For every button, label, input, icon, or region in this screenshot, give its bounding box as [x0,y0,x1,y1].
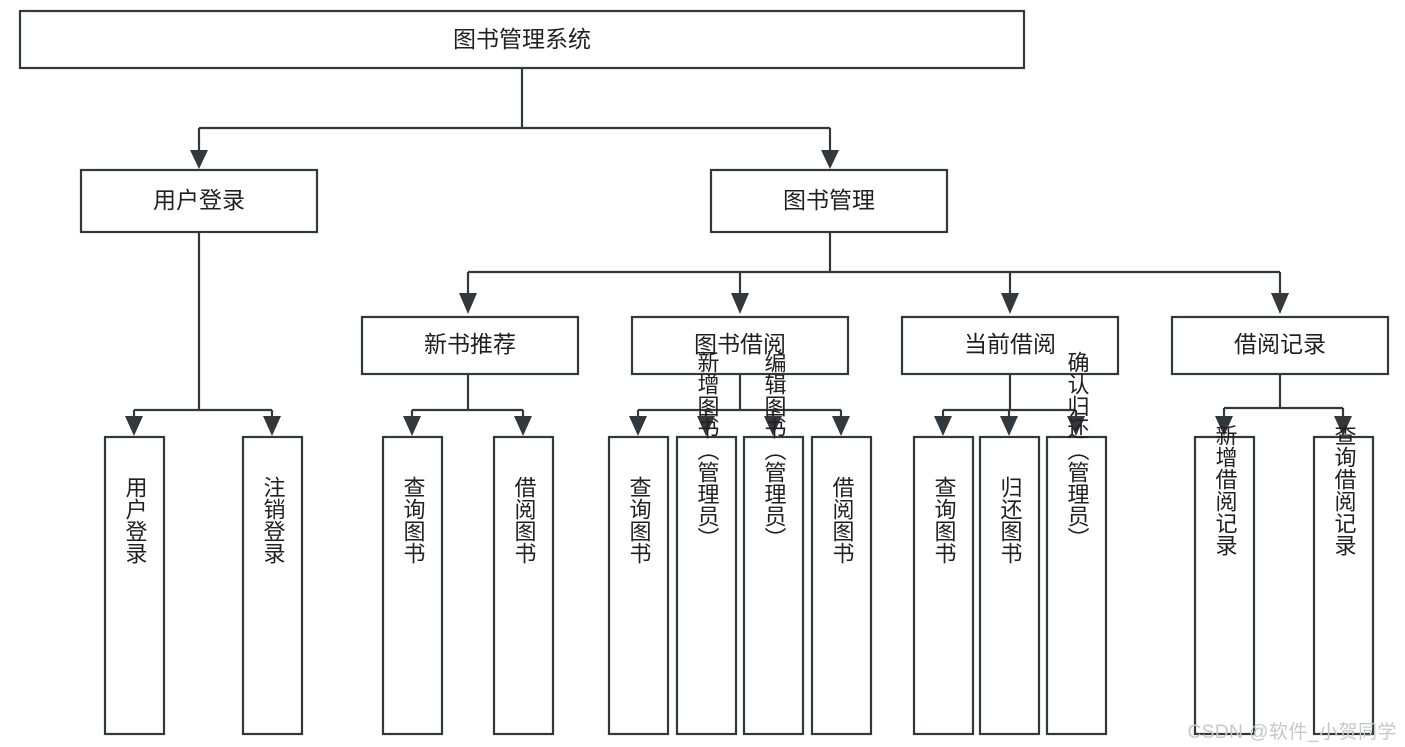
connector-bookborrow-to-leaves [629,374,850,436]
node-user-login-label: 用户登录 [153,187,245,213]
leaf-user-login-logout-label: 注销登录 [261,476,286,564]
leaf-borrow-record-query-label: 查询借阅记录 [1332,424,1357,556]
leaf-borrow-record-add-label: 新增借阅记录 [1213,424,1238,556]
leaf-current-borrow-query[interactable]: 查询图书 [912,435,975,736]
leaf-new-book-borrow-label: 借阅图书 [512,476,537,564]
node-new-book-recommend[interactable]: 新书推荐 [360,315,580,376]
leaf-current-borrow-return[interactable]: 归还图书 [978,435,1041,736]
leaf-current-borrow-query-label: 查询图书 [932,476,957,564]
leaf-user-login-login-label: 用户登录 [123,476,148,564]
leaf-book-borrow-add-label: 新增图书（管理员） [695,351,720,549]
leaf-current-borrow-return-label: 归还图书 [998,476,1023,564]
connector-bookmgmt-to-level3 [459,232,1289,314]
node-current-borrow-label: 当前借阅 [964,331,1056,357]
node-root-label: 图书管理系统 [453,26,591,52]
connector-root-to-level2 [190,68,839,169]
leaf-borrow-record-add[interactable]: 新增借阅记录 [1193,424,1256,736]
leaf-book-borrow-query-label: 查询图书 [627,476,652,564]
leaf-book-borrow-query[interactable]: 查询图书 [607,435,670,736]
connector-borrowrecord-to-leaves [1215,374,1352,436]
node-current-borrow[interactable]: 当前借阅 [900,315,1120,376]
leaf-current-borrow-confirm-label: 确认归还（管理员） [1065,351,1090,549]
node-book-management[interactable]: 图书管理 [709,168,949,234]
connector-userlogin-to-leaves [125,232,281,436]
leaf-user-login-login[interactable]: 用户登录 [103,435,166,736]
leaf-new-book-query-label: 查询图书 [401,476,426,564]
node-book-borrow-label: 图书借阅 [694,331,786,357]
node-root-system[interactable]: 图书管理系统 [18,9,1026,70]
node-borrow-record-label: 借阅记录 [1234,331,1326,357]
leaf-book-borrow-borrow[interactable]: 借阅图书 [810,435,873,736]
leaf-new-book-borrow[interactable]: 借阅图书 [492,435,555,736]
csdn-watermark: CSDN @软件_小贺同学 [1187,722,1397,743]
node-book-management-label: 图书管理 [783,187,875,213]
node-book-borrow[interactable]: 图书借阅 [630,315,850,376]
leaf-book-borrow-edit[interactable]: 编辑图书（管理员） [742,351,805,736]
leaf-book-borrow-borrow-label: 借阅图书 [830,476,855,564]
leaf-book-borrow-edit-label: 编辑图书（管理员） [762,351,787,549]
leaf-user-login-logout[interactable]: 注销登录 [241,435,304,736]
leaf-book-borrow-add[interactable]: 新增图书（管理员） [675,351,738,736]
leaf-borrow-record-query[interactable]: 查询借阅记录 [1312,424,1375,736]
node-user-login[interactable]: 用户登录 [79,168,319,234]
node-new-book-recommend-label: 新书推荐 [424,331,516,357]
leaf-new-book-query[interactable]: 查询图书 [381,435,444,736]
leaf-current-borrow-confirm[interactable]: 确认归还（管理员） [1045,351,1108,736]
connector-currentborrow-to-leaves [934,374,1085,436]
connector-newbook-to-leaves [403,374,532,436]
node-borrow-record[interactable]: 借阅记录 [1170,315,1390,376]
